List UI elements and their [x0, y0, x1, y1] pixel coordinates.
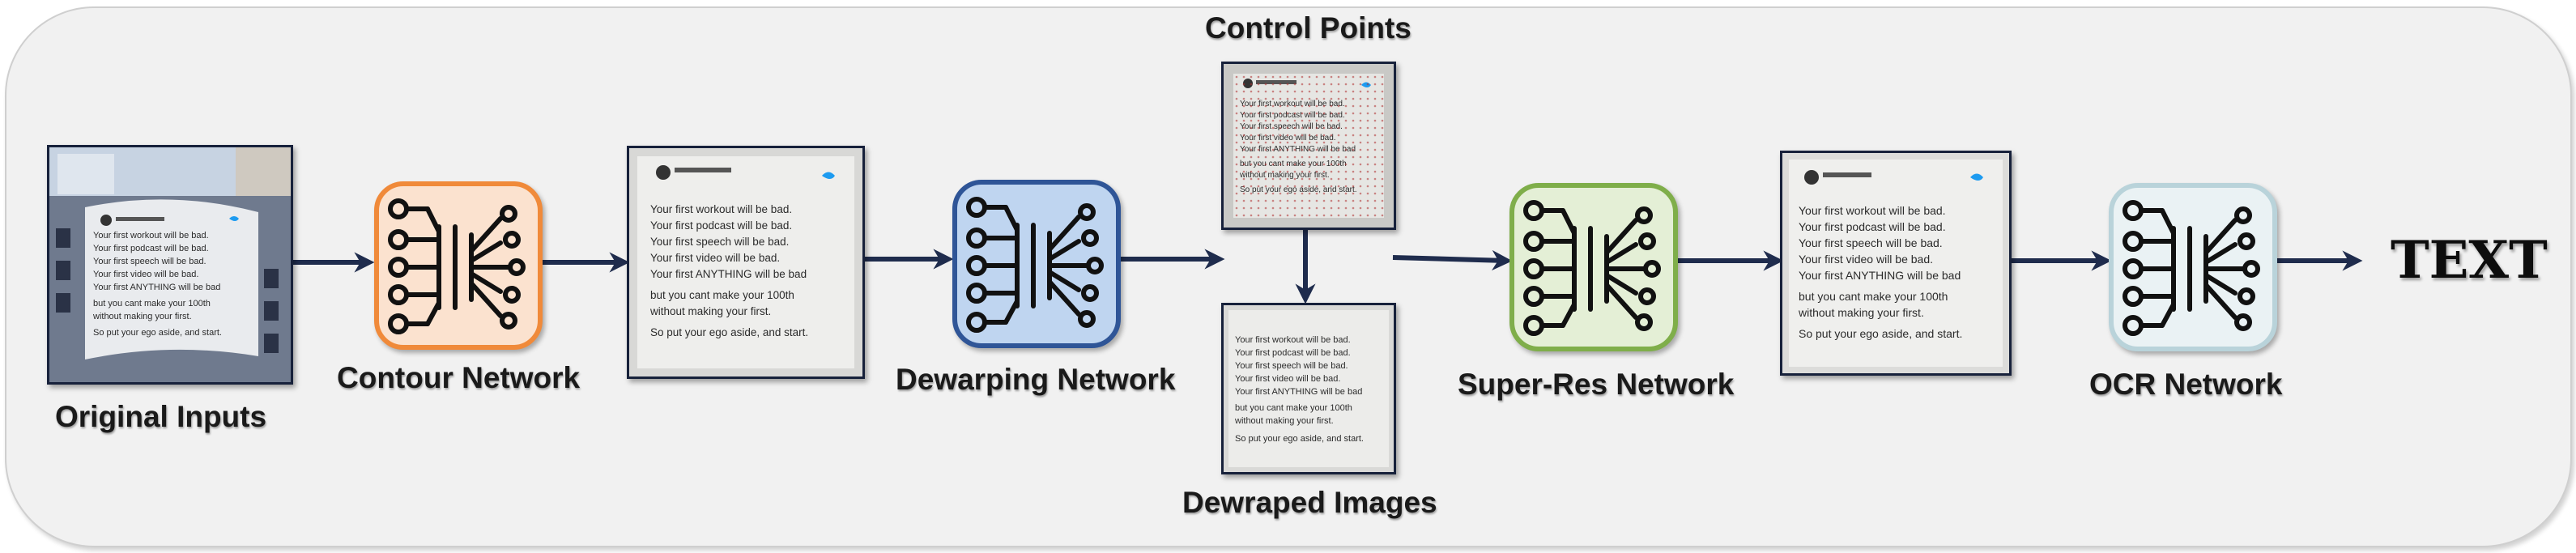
- dewraped-line-5: Your first ANYTHING will be bad: [1235, 387, 1362, 397]
- contour-output-image: Your first workout will be bad. Your fir…: [627, 146, 865, 379]
- orig-line-6: but you cant make your 100th: [93, 299, 211, 308]
- contour-line-2: Your first podcast will be bad.: [650, 219, 792, 232]
- superres-line-7: without making your first.: [1798, 306, 1924, 319]
- neural-network-icon: [388, 198, 526, 334]
- cp-line-8: So put your ego aside, and start.: [1240, 185, 1357, 194]
- contour-network-box: [374, 181, 543, 350]
- orig-line-1: Your first workout will be bad.: [93, 231, 209, 240]
- original-input-image: Your first workout will be bad. Your fir…: [47, 145, 293, 385]
- dewraped-images-label: Dewraped Images: [1182, 486, 1437, 519]
- original-inputs-label: Original Inputs: [55, 400, 267, 433]
- superres-line-4: Your first video will be bad.: [1799, 253, 1933, 266]
- super-res-network-box: [1509, 183, 1678, 351]
- dewraped-line-1: Your first workout will be bad.: [1235, 335, 1351, 345]
- superres-line-6: but you cant make your 100th: [1799, 290, 1948, 303]
- cp-line-7: without making your first.: [1239, 171, 1330, 180]
- ocr-network-box: [2109, 183, 2277, 351]
- contour-network-label: Contour Network: [337, 361, 581, 394]
- neural-network-icon: [966, 197, 1104, 333]
- dewarping-network-label: Dewarping Network: [896, 363, 1176, 396]
- control-points-label: Control Points: [1205, 11, 1411, 45]
- control-point-grid: [1235, 75, 1384, 217]
- dewraped-image: Your first workout will be bad. Your fir…: [1221, 303, 1396, 474]
- contour-line-1: Your first workout will be bad.: [650, 203, 792, 215]
- orig-line-2: Your first podcast will be bad.: [93, 244, 209, 253]
- contour-line-3: Your first speech will be bad.: [650, 236, 789, 248]
- cp-line-2: Your first podcast will be bad.: [1240, 111, 1345, 120]
- dewraped-line-7: without making your first.: [1234, 416, 1334, 426]
- neural-network-icon: [1523, 200, 1661, 336]
- arrow-dewraped-to-superres: [1392, 249, 1513, 271]
- superres-line-5: Your first ANYTHING will be bad: [1799, 269, 1961, 282]
- cp-line-3: Your first speech will be bad.: [1240, 122, 1343, 131]
- superres-line-3: Your first speech will be bad.: [1799, 236, 1943, 249]
- super-res-output-image: Your first workout will be bad. Your fir…: [1780, 151, 2012, 376]
- super-res-network-label: Super-Res Network: [1458, 368, 1735, 401]
- cp-line-1: Your first workout will be bad.: [1240, 100, 1345, 108]
- output-text: TEXT: [2391, 230, 2548, 291]
- contour-line-5: Your first ANYTHING will be bad: [650, 268, 807, 280]
- dewraped-line-8: So put your ego aside, and start.: [1235, 434, 1364, 444]
- cp-line-4: Your first video will be bad.: [1240, 134, 1336, 143]
- neural-network-icon: [2123, 200, 2260, 336]
- contour-line-6: but you cant make your 100th: [650, 289, 794, 301]
- cp-line-6: but you cant make your 100th: [1240, 160, 1347, 168]
- orig-line-5: Your first ANYTHING will be bad: [93, 283, 220, 292]
- dewarping-network-box: [952, 180, 1121, 348]
- dewraped-line-2: Your first podcast will be bad.: [1235, 348, 1351, 358]
- cp-line-5: Your first ANYTHING will be bad: [1240, 145, 1356, 154]
- orig-line-4: Your first video will be bad.: [93, 270, 198, 279]
- contour-line-4: Your first video will be bad.: [650, 252, 780, 264]
- orig-line-7: without making your first.: [92, 312, 192, 321]
- ocr-network-label: OCR Network: [2089, 368, 2283, 401]
- superres-line-8: So put your ego aside, and start.: [1799, 327, 1962, 340]
- contour-line-7: without making your first.: [649, 305, 771, 317]
- orig-line-3: Your first speech will be bad.: [93, 257, 207, 266]
- orig-line-8: So put your ego aside, and start.: [93, 328, 222, 338]
- dewraped-line-3: Your first speech will be bad.: [1235, 361, 1348, 371]
- superres-line-2: Your first podcast will be bad.: [1799, 220, 1946, 233]
- contour-line-8: So put your ego aside, and start.: [650, 326, 808, 338]
- dewraped-line-6: but you cant make your 100th: [1235, 403, 1352, 413]
- superres-line-1: Your first workout will be bad.: [1799, 204, 1946, 217]
- control-points-image: Your first workout will be bad. Your fir…: [1221, 62, 1396, 230]
- dewraped-line-4: Your first video will be bad.: [1235, 374, 1340, 384]
